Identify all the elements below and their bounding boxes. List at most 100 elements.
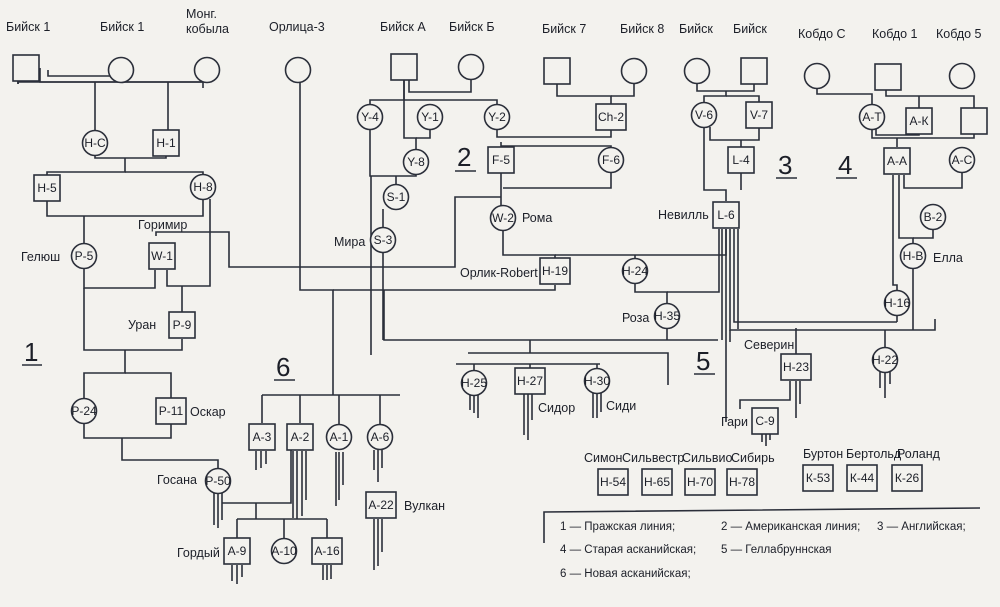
node-code: А-К xyxy=(910,114,929,128)
horse-node-y2[interactable]: Y-2 xyxy=(483,103,511,131)
node-code: L-6 xyxy=(717,208,735,222)
horse-node-founder[interactable] xyxy=(107,56,135,84)
horse-node-founder[interactable] xyxy=(620,57,648,85)
horse-node-h78[interactable]: Н-78 xyxy=(726,468,758,496)
horse-node-at[interactable]: А-Т xyxy=(858,103,886,131)
horse-node-h30[interactable]: Н-30 xyxy=(583,367,610,395)
horse-node-h19[interactable]: Н-19 xyxy=(539,257,571,285)
male-square-icon xyxy=(641,468,673,496)
founder-label: Бийск Б xyxy=(449,20,495,34)
horse-node-h1[interactable]: Н-1 xyxy=(152,129,180,157)
pedigree-line xyxy=(222,450,292,504)
horse-node-a10[interactable]: А-10 xyxy=(270,537,298,565)
node-code: Н-70 xyxy=(687,475,713,489)
horse-node-ax[interactable] xyxy=(960,107,988,135)
horse-node-a3[interactable]: А-3 xyxy=(248,423,276,451)
male-square-icon xyxy=(684,468,716,496)
horse-node-h24[interactable]: Н-24 xyxy=(621,257,648,285)
pedigree-line xyxy=(503,172,612,189)
pedigree-line xyxy=(500,142,612,148)
horse-node-f6[interactable]: F-6 xyxy=(597,146,625,174)
horse-node-y8[interactable]: Y-8 xyxy=(402,148,430,176)
node-code: Y-1 xyxy=(421,110,439,124)
horse-node-founder[interactable] xyxy=(193,56,221,84)
founder-label: Бийск 8 xyxy=(620,22,664,36)
horse-node-h8[interactable]: Н-8 xyxy=(189,173,217,201)
horse-node-w1[interactable]: W-1 xyxy=(148,242,176,270)
founder-label: Бийск 1 xyxy=(100,20,144,34)
horse-node-a9[interactable]: А-9 xyxy=(223,537,251,565)
horse-node-a6[interactable]: А-6 xyxy=(366,423,394,451)
female-circle-icon xyxy=(690,101,718,129)
node-code: S-1 xyxy=(387,190,406,204)
horse-node-h25[interactable]: Н-25 xyxy=(460,369,487,397)
horse-node-founder[interactable] xyxy=(457,53,485,81)
horse-node-p9[interactable]: Р-9 xyxy=(168,311,196,339)
horse-node-h70[interactable]: Н-70 xyxy=(684,468,716,496)
horse-name: Симон xyxy=(584,451,623,465)
horse-node-ac[interactable]: А-С xyxy=(948,146,976,174)
horse-name: Госана xyxy=(157,473,197,487)
horse-node-h22[interactable]: Н-22 xyxy=(871,346,898,374)
horse-node-s1[interactable]: S-1 xyxy=(382,183,410,211)
horse-node-a2[interactable]: А-2 xyxy=(286,423,314,451)
pedigree-line xyxy=(703,127,727,201)
horse-node-l4[interactable]: L-4 xyxy=(727,146,755,174)
horse-node-p24[interactable]: Р-24 xyxy=(70,397,98,425)
node-code: Н-19 xyxy=(542,264,568,278)
female-circle-icon xyxy=(683,57,711,85)
female-circle-icon xyxy=(369,226,397,254)
horse-node-k26[interactable]: К-26 xyxy=(891,464,923,492)
horse-node-v6[interactable]: V-6 xyxy=(690,101,718,129)
horse-node-k53[interactable]: К-53 xyxy=(802,464,834,492)
horse-node-k44[interactable]: К-44 xyxy=(846,464,878,492)
horse-node-a16[interactable]: А-16 xyxy=(311,537,343,565)
horse-node-founder[interactable] xyxy=(803,62,831,90)
female-circle-icon xyxy=(883,289,911,317)
pedigree-line xyxy=(634,283,668,304)
horse-node-h23[interactable]: Н-23 xyxy=(780,353,812,381)
horse-node-y4[interactable]: Y-4 xyxy=(356,103,384,131)
horse-node-founder[interactable] xyxy=(683,57,711,85)
horse-node-h65[interactable]: Н-65 xyxy=(641,468,673,496)
female-circle-icon xyxy=(356,103,384,131)
horse-node-founder[interactable] xyxy=(12,54,40,82)
horse-node-p5[interactable]: Р-5 xyxy=(70,242,98,270)
horse-name: Уран xyxy=(128,318,156,332)
horse-node-p11[interactable]: Р-11 xyxy=(155,397,187,425)
horse-node-a1[interactable]: А-1 xyxy=(325,423,353,451)
horse-node-b2[interactable]: В-2 xyxy=(919,203,947,231)
horse-node-y1[interactable]: Y-1 xyxy=(416,103,444,131)
horse-node-l6[interactable]: L-6 xyxy=(712,201,740,229)
female-circle-icon xyxy=(919,203,947,231)
node-code: А-С xyxy=(952,153,973,167)
horse-node-founder[interactable] xyxy=(874,63,902,91)
horse-node-founder[interactable] xyxy=(284,56,312,84)
node-code: F-6 xyxy=(602,153,620,167)
horse-node-hc[interactable]: Н-С xyxy=(81,129,109,157)
horse-name: Вулкан xyxy=(404,499,445,513)
horse-node-ch2[interactable]: Ch-2 xyxy=(595,103,627,131)
horse-node-aa[interactable]: А-А xyxy=(883,147,911,175)
horse-node-h16[interactable]: Н-16 xyxy=(883,289,911,317)
horse-node-s3[interactable]: S-3 xyxy=(369,226,397,254)
horse-node-h27[interactable]: Н-27 xyxy=(514,367,546,395)
horse-node-ak[interactable]: А-К xyxy=(905,107,933,135)
group-marker-6: 6 xyxy=(276,352,290,382)
horse-node-h35[interactable]: Н-35 xyxy=(653,302,680,330)
horse-node-w2[interactable]: W-2 xyxy=(489,204,517,232)
horse-node-a22[interactable]: А-22 xyxy=(365,491,397,519)
horse-node-founder[interactable] xyxy=(948,62,976,90)
horse-node-founder[interactable] xyxy=(543,57,571,85)
horse-node-p50[interactable]: Р-50 xyxy=(204,467,232,495)
horse-node-founder[interactable] xyxy=(740,57,768,85)
horse-node-f5[interactable]: F-5 xyxy=(487,146,515,174)
horse-node-hb[interactable]: Н-В xyxy=(899,242,927,270)
horse-name: Мира xyxy=(334,235,365,249)
male-square-icon xyxy=(223,537,251,565)
horse-node-v7[interactable]: V-7 xyxy=(745,101,773,129)
horse-node-h54[interactable]: Н-54 xyxy=(597,468,629,496)
horse-node-h5[interactable]: Н-5 xyxy=(33,174,61,202)
horse-node-c9[interactable]: С-9 xyxy=(751,407,779,435)
horse-node-founder[interactable] xyxy=(390,53,418,81)
